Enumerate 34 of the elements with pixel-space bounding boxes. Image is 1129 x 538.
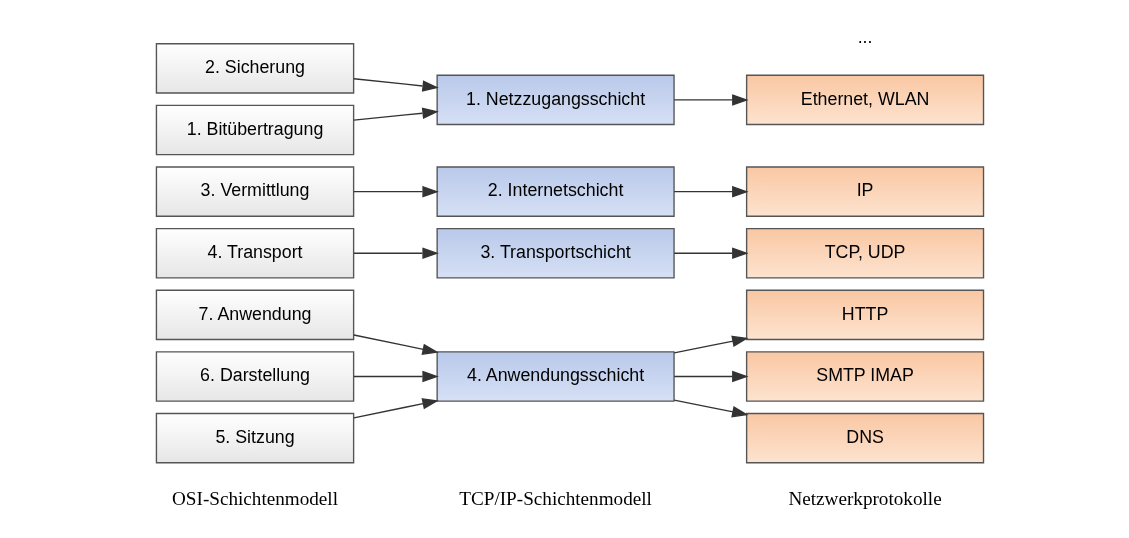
arrow <box>673 247 749 259</box>
arrow <box>353 370 439 383</box>
arrow <box>353 334 439 355</box>
node-box: 2. Sicherung <box>155 43 355 94</box>
arrow <box>353 107 439 121</box>
arrow <box>673 370 749 383</box>
node-box: 1. Bitübertragung <box>155 104 355 156</box>
label: Netzwerkprotokolle <box>788 487 942 509</box>
node-box: 5. Sitzung <box>155 412 355 464</box>
node-box: 4. Transport <box>155 227 355 279</box>
node-box: 3. Vermittlung <box>155 166 355 217</box>
arrow <box>353 247 439 259</box>
node-box: 3. Transportschicht <box>436 227 675 279</box>
arrow <box>673 185 749 198</box>
arrow <box>673 335 749 354</box>
node-box: 1. Netzzugangsschicht <box>436 74 675 126</box>
arrow <box>673 94 749 106</box>
label: ... <box>857 26 873 47</box>
node-box: 7. Anwendung <box>155 289 355 341</box>
node-box: Ethernet, WLAN <box>745 74 985 126</box>
node-box: 2. Internetschicht <box>436 166 675 217</box>
arrow <box>353 398 439 419</box>
label: TCP/IP-Schichtenmodell <box>459 487 652 509</box>
arrow <box>353 185 439 198</box>
node-box: IP <box>745 166 985 217</box>
arrow <box>673 399 749 418</box>
label: OSI-Schichtenmodell <box>172 487 339 509</box>
node-box: SMTP IMAP <box>745 351 985 402</box>
node-box: 6. Darstellung <box>155 351 355 402</box>
node-box: DNS <box>745 412 985 464</box>
node-box: TCP, UDP <box>745 227 985 279</box>
node-box: HTTP <box>745 289 985 341</box>
node-box: 4. Anwendungsschicht <box>436 351 675 402</box>
arrow <box>353 78 439 92</box>
